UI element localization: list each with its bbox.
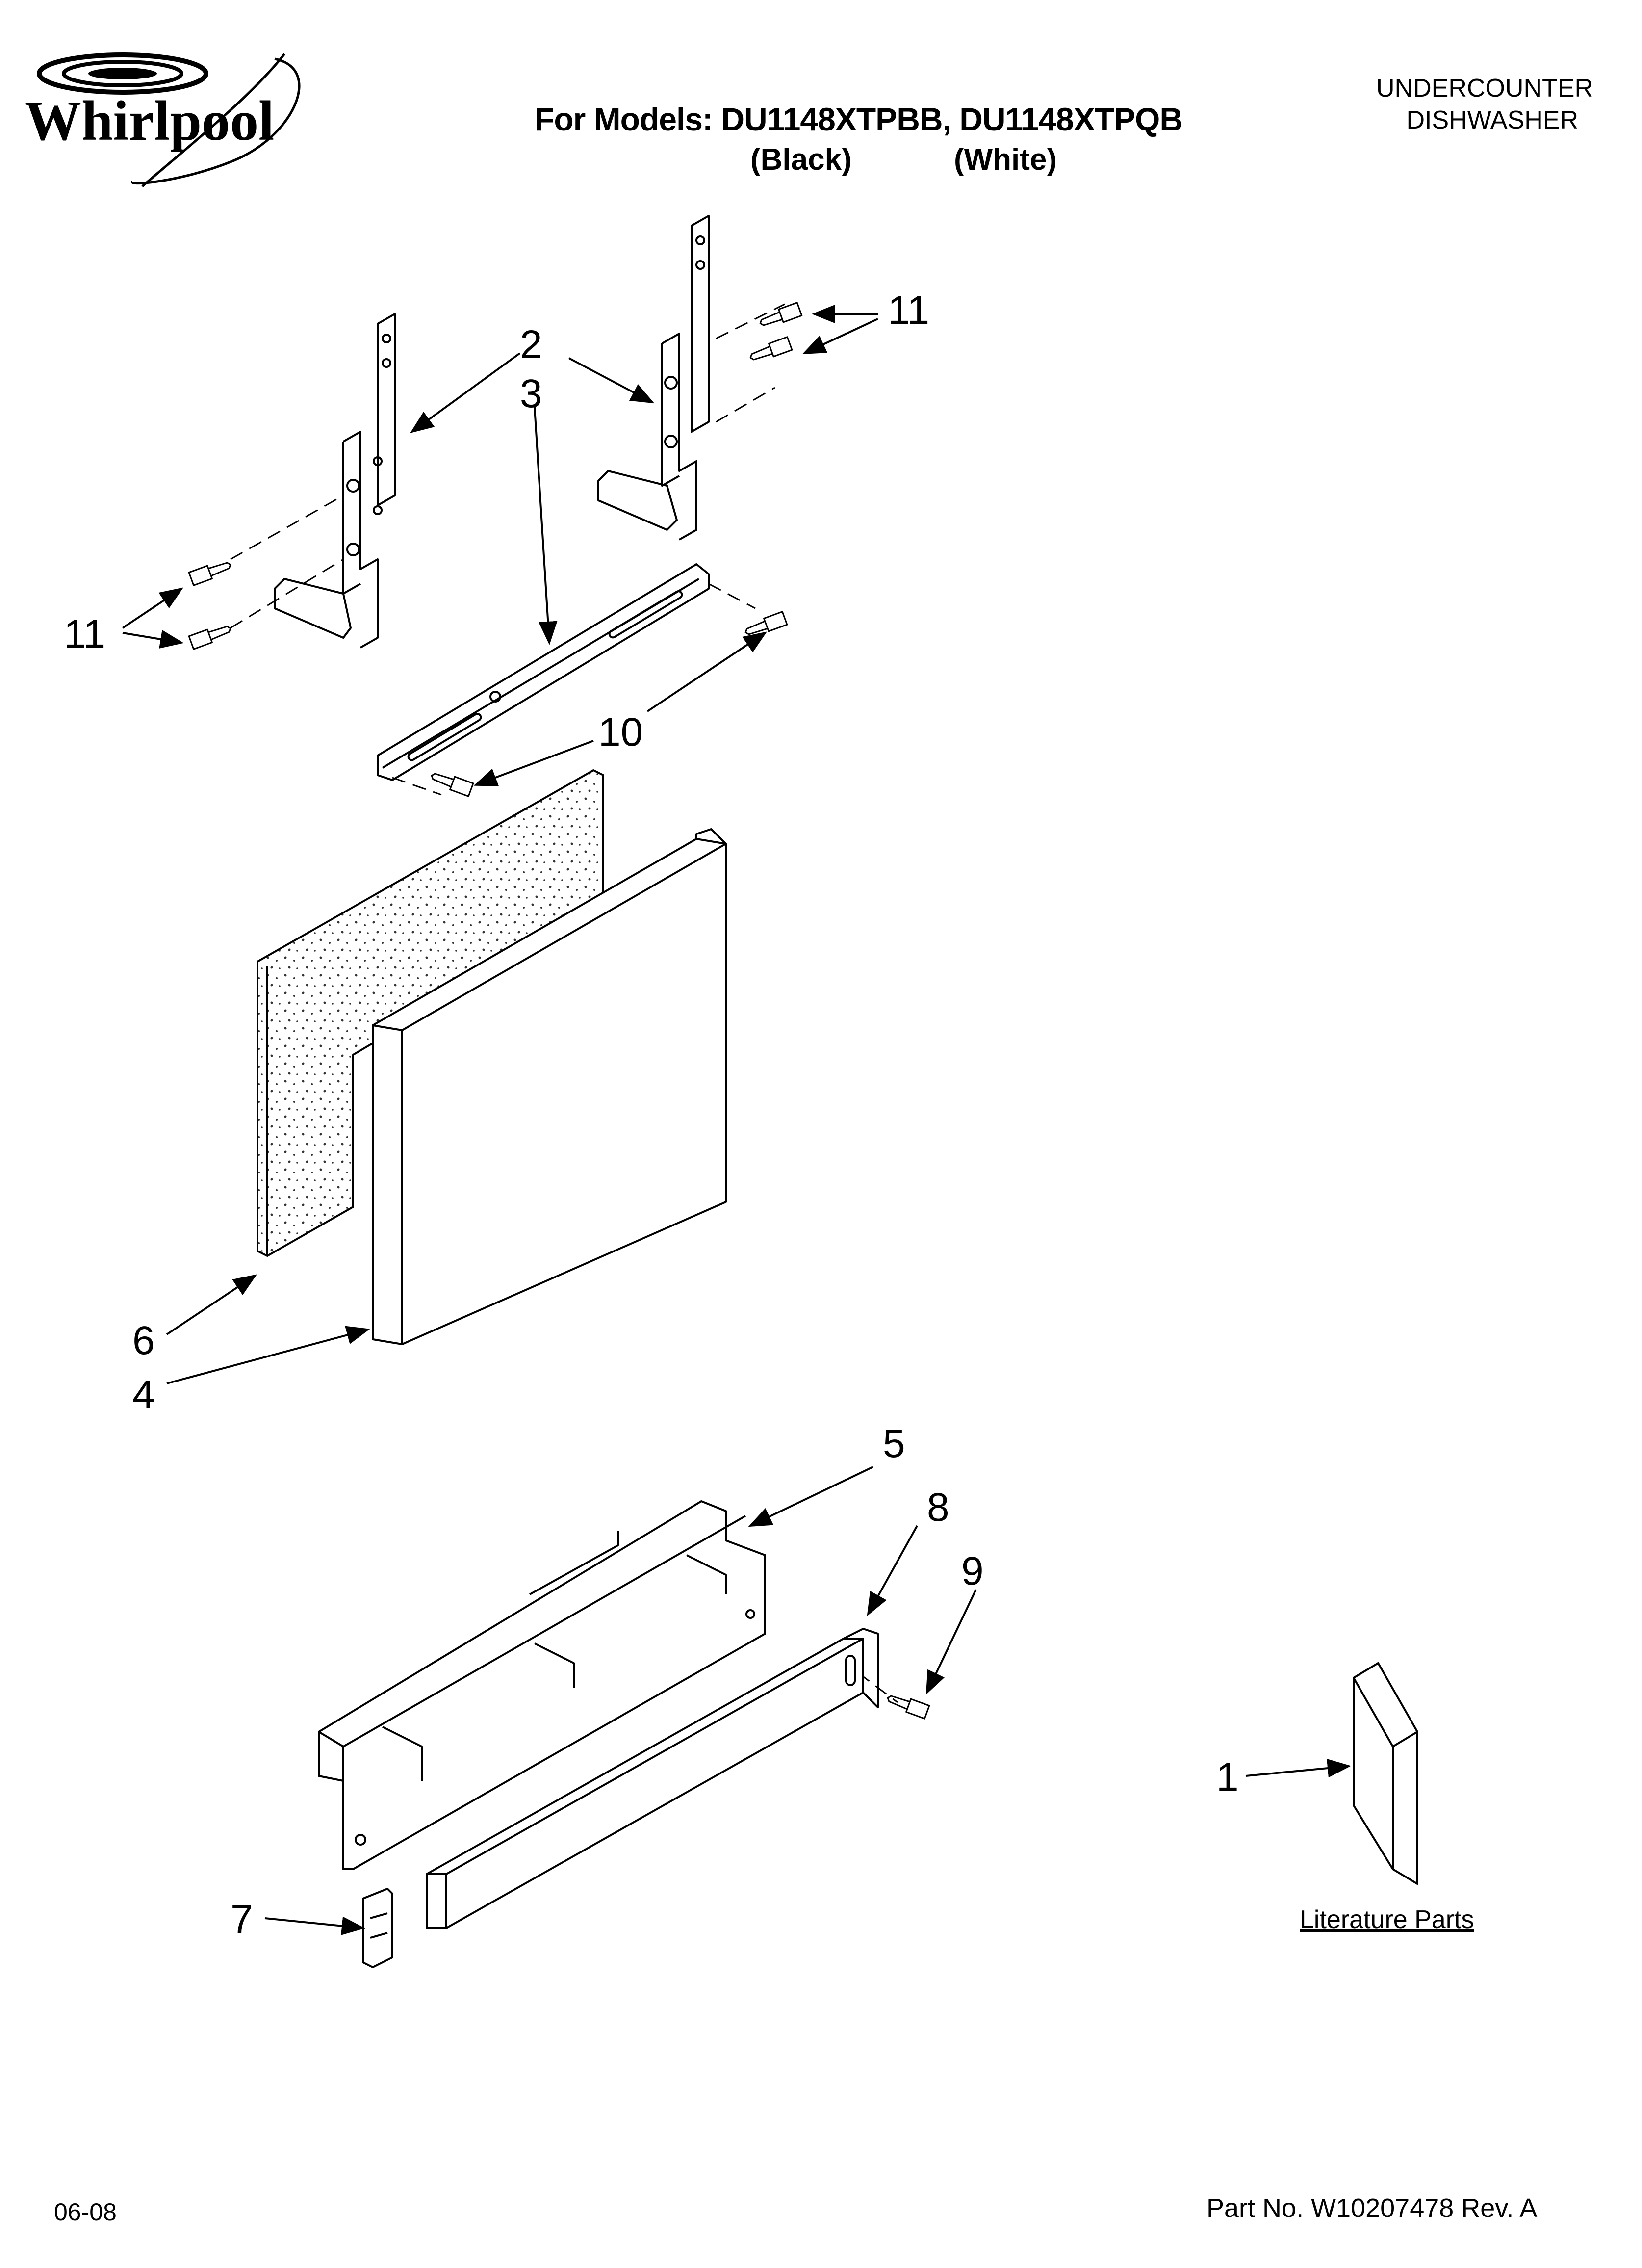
category-line-2: DISHWASHER bbox=[1406, 106, 1578, 134]
callout-11b: 11 bbox=[64, 612, 105, 656]
callout-3: 3 bbox=[520, 371, 542, 416]
callout-10: 10 bbox=[598, 710, 643, 755]
color-white-label: (White) bbox=[954, 143, 1057, 177]
outer-door-panel bbox=[372, 828, 727, 1345]
callout-9: 9 bbox=[961, 1549, 984, 1593]
whirlpool-logo: Whirlpool bbox=[20, 39, 334, 206]
leader-arrows bbox=[122, 304, 1351, 1935]
callout-6: 6 bbox=[132, 1318, 155, 1363]
door-insulation-panel bbox=[257, 769, 604, 1257]
toe-panel bbox=[318, 1500, 766, 1870]
callout-1: 1 bbox=[1216, 1755, 1239, 1799]
revision-date: 06-08 bbox=[54, 2198, 117, 2226]
brand-name: Whirlpool bbox=[25, 90, 274, 153]
models-title: For Models: DU1148XTPBB, DU1148XTPQB bbox=[535, 101, 1183, 137]
category-line-1: UNDERCOUNTER bbox=[1376, 74, 1593, 103]
callout-4: 4 bbox=[132, 1372, 155, 1417]
kick-plate bbox=[426, 1628, 879, 1929]
literature-booklet bbox=[1353, 1662, 1418, 1885]
callout-7: 7 bbox=[231, 1897, 253, 1942]
panel-clip bbox=[362, 1888, 393, 1968]
callout-2a: 2 bbox=[520, 322, 542, 367]
callout-5: 5 bbox=[883, 1421, 905, 1466]
callout-11a: 11 bbox=[888, 288, 929, 333]
left-door-bracket bbox=[274, 313, 396, 649]
color-black-label: (Black) bbox=[750, 143, 852, 177]
callout-8: 8 bbox=[927, 1485, 949, 1530]
door-bracket-rail bbox=[377, 563, 710, 781]
part-number: Part No. W10207478 Rev. A bbox=[1206, 2193, 1538, 2223]
logo-swirl-icon: Whirlpool bbox=[25, 52, 301, 187]
literature-parts-label: Literature Parts bbox=[1300, 1905, 1474, 1934]
right-door-bracket bbox=[597, 215, 710, 541]
